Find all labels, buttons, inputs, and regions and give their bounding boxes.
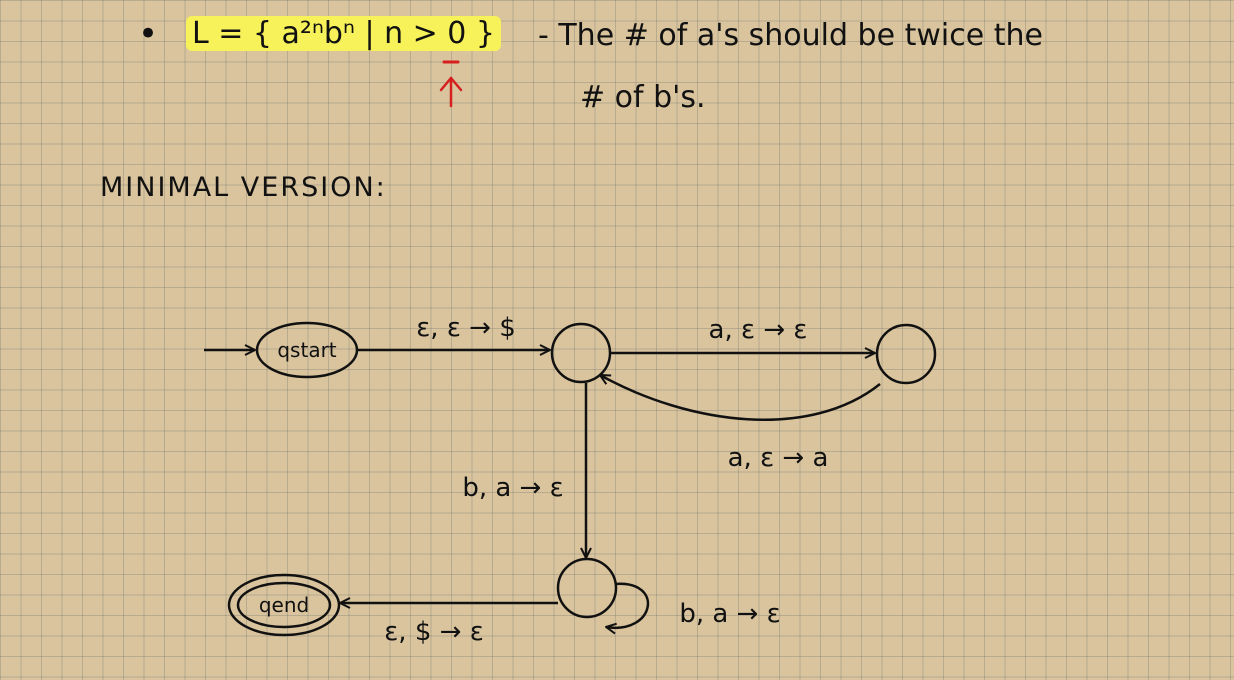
edge-q1-to-q3-label: b, a → ε (462, 473, 563, 503)
description-line-2: # of b's. (580, 80, 706, 115)
bullet: • (138, 14, 159, 54)
state-q1 (550, 322, 612, 384)
state-qstart-label: qstart (277, 338, 336, 362)
state-qend-inner (236, 581, 332, 629)
edge-q3-self-label: b, a → ε (679, 599, 780, 629)
state-q2 (875, 323, 937, 385)
edge-q3-self-loop (605, 582, 650, 635)
edge-q2-to-q1 (599, 373, 881, 422)
edge-q1-to-q2-label: a, ε → ε (709, 315, 808, 345)
state-qstart (255, 321, 359, 379)
edge-q2-to-q1-label: a, ε → a (728, 443, 829, 473)
description-line-1: - The # of a's should be twice the (538, 18, 1043, 53)
section-title: MINIMAL VERSION: (100, 172, 387, 203)
state-qend-label: qend (259, 593, 309, 617)
state-q3 (556, 557, 618, 619)
red-annotation-arrow-icon (439, 60, 463, 108)
language-definition: L = { a²ⁿbⁿ | n > 0 } (186, 16, 502, 51)
edge-start-to-q1-label: ε, ε → $ (416, 313, 516, 343)
edge-q3-to-end-label: ε, $ → ε (384, 617, 484, 647)
